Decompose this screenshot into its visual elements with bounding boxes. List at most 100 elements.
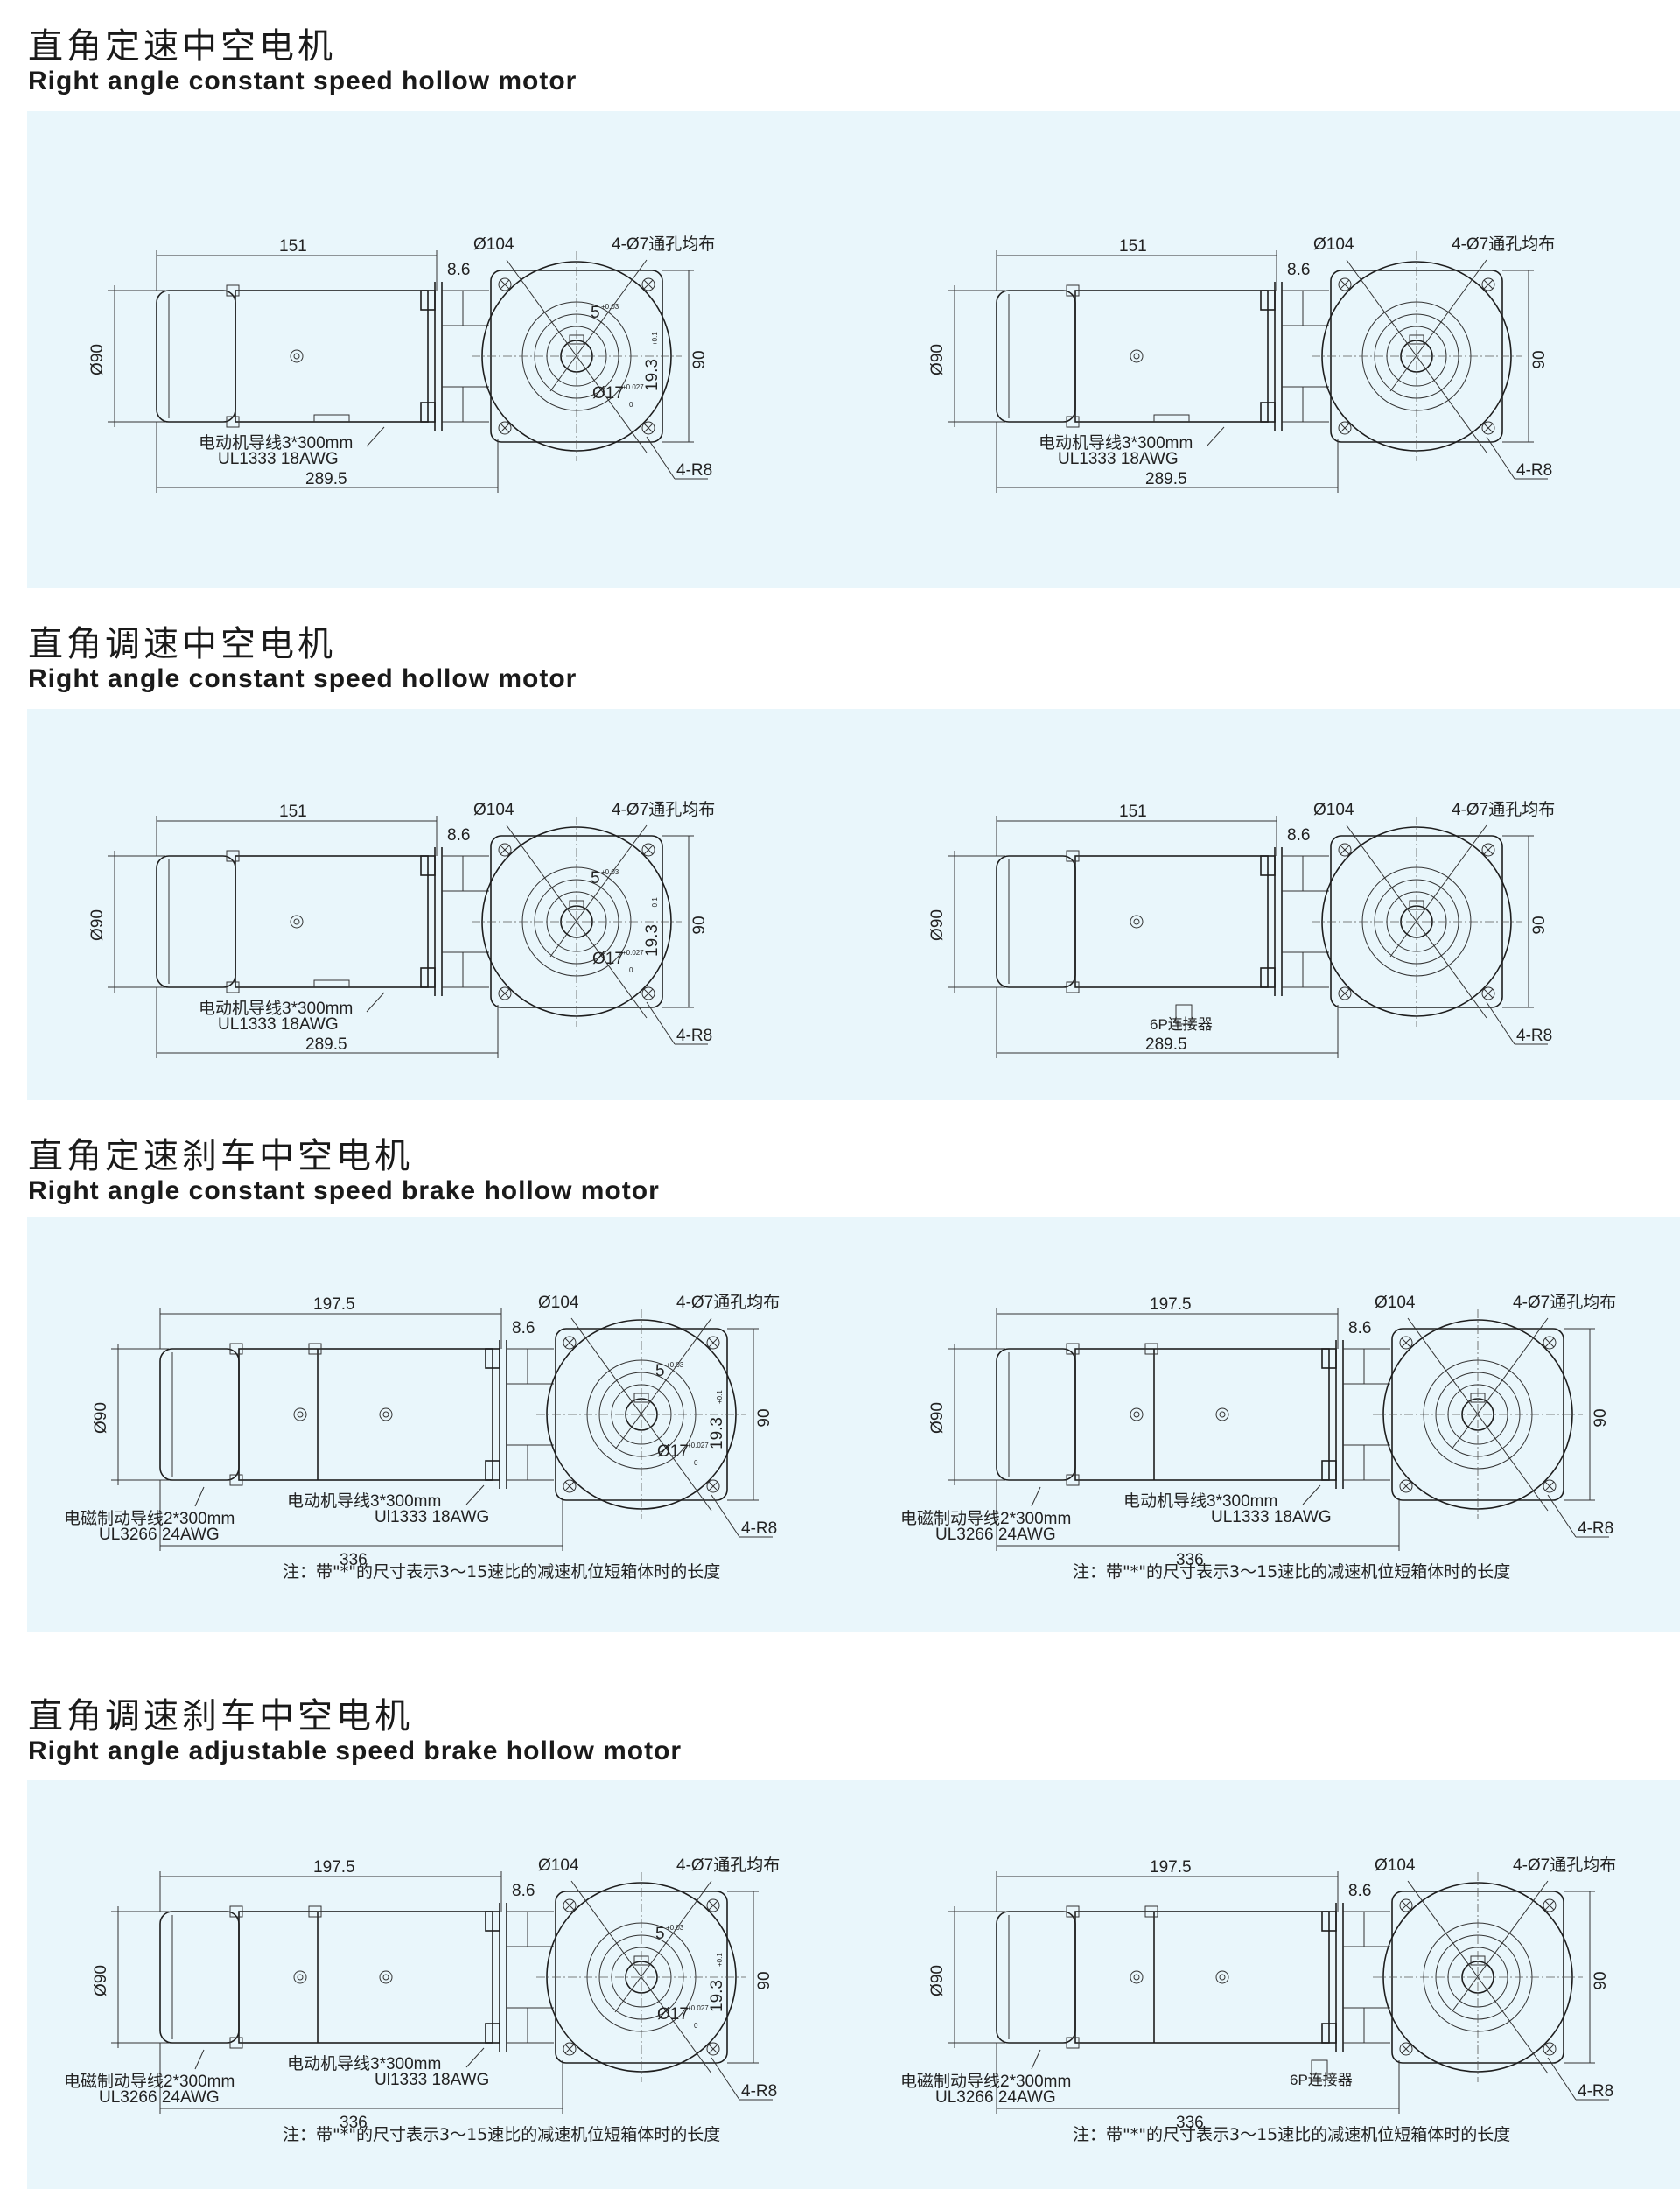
body-screw: [293, 1970, 307, 1984]
dim-flange-gap: 8.6: [447, 261, 470, 279]
body-screw: [1130, 349, 1144, 363]
body-screw: [293, 1407, 307, 1421]
dim-diameter: Ø90: [928, 344, 947, 375]
brake-lead-label: 电磁制动导线2*300mm: [900, 2072, 1071, 2091]
brake-lead-label: 电磁制动导线2*300mm: [64, 2072, 234, 2091]
dim-flange-dia: Ø104: [473, 235, 514, 254]
section-4-note-left: 注：带"*"的尺寸表示3～15速比的减速机位短箱体时的长度: [283, 2125, 721, 2144]
dim-holes: 4-Ø7通孔均布: [1452, 235, 1555, 254]
dim-length: 197.5: [1150, 1858, 1192, 1877]
mount-hole-2: [1481, 843, 1495, 857]
dim-flange-dia: Ø104: [1313, 235, 1354, 254]
dim-bore-tol: +0.027: [687, 1442, 709, 1449]
section-4-note-right: 注：带"*"的尺寸表示3～15速比的减速机位短箱体时的长度: [1073, 2125, 1511, 2144]
mount-hole-1: [498, 277, 512, 291]
dim-side-height: 90: [755, 1971, 774, 1989]
dim-total: 289.5: [1145, 470, 1187, 488]
section-3-heading: 直角定速刹车中空电机 Right angle constant speed br…: [28, 1136, 660, 1206]
body-screw: [290, 915, 304, 929]
dim-key-tol: +0.03: [666, 1924, 684, 1932]
mount-hole-1: [563, 1336, 577, 1350]
dim-diameter: Ø90: [928, 1402, 947, 1434]
motor-lead-label: 电动机导线3*300mm: [1124, 1491, 1278, 1511]
mount-hole-4: [641, 421, 655, 435]
motor-body: [234, 290, 429, 423]
mount-hole-3: [1338, 421, 1352, 435]
motor-body: [1074, 1348, 1330, 1481]
dim-corner: 4-R8: [1516, 461, 1552, 480]
mount-hole-4: [706, 2042, 720, 2056]
dim-side-height: 90: [1530, 350, 1549, 368]
dim-side-height: 90: [755, 1408, 774, 1427]
motor-lead-label: 电动机导线3*300mm: [287, 2054, 441, 2073]
dim-total: 289.5: [1145, 1035, 1187, 1054]
dim-flange-gap: 8.6: [1348, 1882, 1371, 1900]
mount-hole-3: [563, 1479, 577, 1493]
dim-corner: 4-R8: [741, 2082, 777, 2101]
mount-hole-2: [1481, 277, 1495, 291]
dim-holes: 4-Ø7通孔均布: [612, 800, 715, 819]
mount-hole-2: [641, 277, 655, 291]
bore-circle: [560, 340, 593, 373]
dim-key-tol: +0.03: [666, 1361, 684, 1369]
motor-lead-ul: UL1333 18AWG: [218, 450, 339, 468]
dim-corner: 4-R8: [676, 461, 712, 480]
section-1-title-en: Right angle constant speed hollow motor: [28, 67, 578, 95]
dim-corner: 4-R8: [741, 1519, 777, 1538]
section-3-title-en: Right angle constant speed brake hollow …: [28, 1176, 660, 1205]
dim-total: 336: [1176, 1551, 1204, 1569]
dim-total: 289.5: [305, 1035, 347, 1054]
dim-total: 336: [1176, 2114, 1204, 2132]
dim-corner: 4-R8: [1578, 2082, 1614, 2101]
dim-corner: 4-R8: [676, 1027, 712, 1045]
dim-key-height: 19.3: [708, 1417, 726, 1449]
mount-hole-2: [641, 843, 655, 857]
dim-key-tol: +0.03: [601, 868, 620, 876]
dim-bore-dia: Ø17: [592, 950, 624, 968]
bore-circle: [1400, 340, 1433, 373]
dim-bore-dia: Ø17: [592, 384, 624, 403]
dim-length: 151: [1119, 803, 1147, 821]
flange-circle: [546, 1882, 737, 2073]
dim-key-width: 5: [591, 869, 600, 888]
dim-bore-dia: Ø17: [657, 1442, 689, 1461]
dim-length: 197.5: [313, 1295, 355, 1314]
section-2-heading: 直角调速中空电机 Right angle constant speed holl…: [28, 624, 577, 694]
dim-flange-gap: 8.6: [1348, 1319, 1371, 1337]
dim-holes: 4-Ø7通孔均布: [612, 235, 715, 254]
flange-circle: [481, 261, 672, 452]
mount-hole-4: [1481, 421, 1495, 435]
mount-hole-2: [1543, 1898, 1557, 1912]
dim-flange-dia: Ø104: [1313, 801, 1354, 819]
dim-side-height: 90: [1592, 1971, 1610, 1989]
motor-body: [234, 855, 429, 988]
mount-hole-2: [706, 1898, 720, 1912]
dim-flange-dia: Ø104: [538, 1856, 579, 1875]
motor-body: [238, 1911, 494, 2044]
motor-lead-ul: Ul1333 18AWG: [374, 1508, 489, 1526]
dim-diameter: Ø90: [92, 1402, 110, 1434]
dim-flange-dia: Ø104: [473, 801, 514, 819]
motor-body: [1074, 855, 1269, 988]
dim-bore-dia: Ø17: [657, 2005, 689, 2024]
dim-total: 336: [340, 1551, 368, 1569]
dim-key-height-tol: +0.1: [651, 897, 659, 911]
connector-icon: [1311, 2059, 1328, 2080]
dim-bore-tol-low: 0: [629, 966, 634, 974]
dim-flange-dia: Ø104: [1375, 1294, 1416, 1312]
dim-key-height-tol: +0.1: [716, 1390, 724, 1404]
dim-bore-tol-low: 0: [694, 2022, 698, 2030]
motor-lead-label: 电动机导线3*300mm: [199, 999, 353, 1018]
section-2-title-en: Right angle constant speed hollow motor: [28, 664, 578, 693]
dim-length: 197.5: [313, 1858, 355, 1877]
flange-circle: [546, 1319, 737, 1510]
dim-key-width: 5: [655, 1362, 665, 1380]
